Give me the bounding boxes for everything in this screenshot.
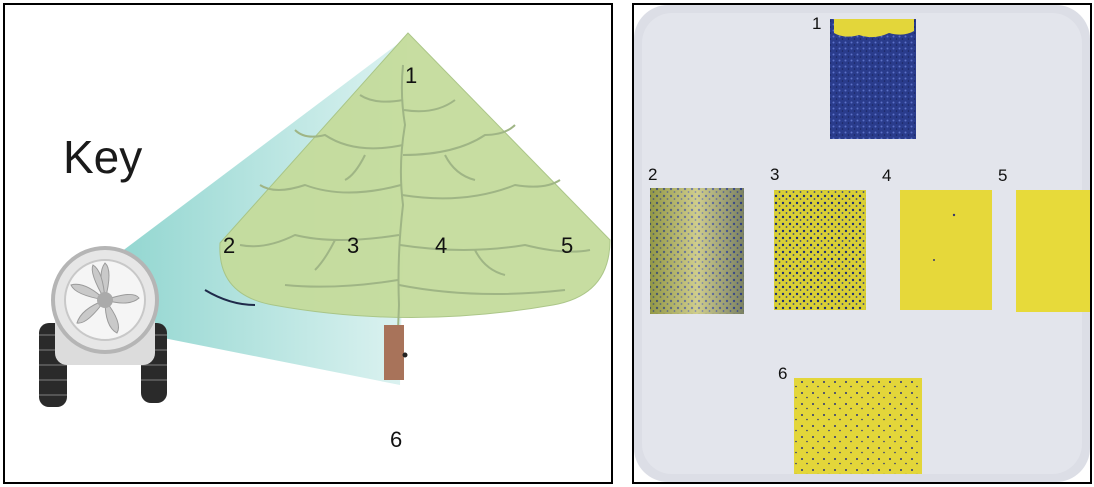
card-label-6: 6 xyxy=(778,364,787,383)
key-title: Key xyxy=(63,131,142,183)
spray-card-2-droplets xyxy=(650,188,744,314)
tree-trunk xyxy=(384,325,404,380)
position-label-6: 6 xyxy=(390,427,402,452)
sprayer-diagram: Key 1 2 3 4 5 6 xyxy=(5,5,611,482)
position-label-3: 3 xyxy=(347,233,359,258)
spray-card-3 xyxy=(774,190,866,310)
trunk-target-mark xyxy=(403,353,408,358)
card-label-4: 4 xyxy=(882,166,891,185)
spray-card-1-uncovered-strip xyxy=(834,19,914,37)
card-label-2: 2 xyxy=(648,165,657,184)
spray-cards-photo-panel: 1 2 3 4 5 6 xyxy=(632,3,1092,484)
card-label-1: 1 xyxy=(812,14,821,33)
position-label-2: 2 xyxy=(223,233,235,258)
spray-card-5 xyxy=(1016,190,1090,312)
spray-cards-photo: 1 2 3 4 5 6 xyxy=(634,5,1090,482)
sprayer-diagram-panel: Key 1 2 3 4 5 6 xyxy=(3,3,613,484)
position-label-1: 1 xyxy=(405,63,417,88)
position-label-4: 4 xyxy=(435,233,447,258)
spray-card-6 xyxy=(794,378,922,474)
card-label-3: 3 xyxy=(770,165,779,184)
spray-card-4 xyxy=(900,190,992,310)
fan-icon xyxy=(53,248,157,352)
position-label-5: 5 xyxy=(561,233,573,258)
card-label-5: 5 xyxy=(998,166,1007,185)
